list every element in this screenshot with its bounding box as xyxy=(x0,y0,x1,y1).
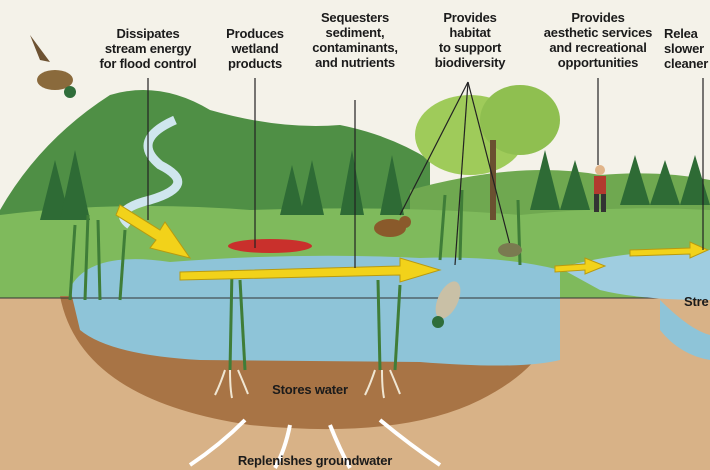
hiker-icon xyxy=(594,165,606,212)
roots xyxy=(214,369,401,399)
label-aesthetic-line-4: opportunities xyxy=(557,55,639,70)
label-release-line-1: Relea xyxy=(664,26,698,41)
label-aesthetic-line-3: and recreational xyxy=(549,40,647,55)
beaver-icon xyxy=(374,216,411,237)
label-release: Relea slower cleaner xyxy=(664,26,710,71)
label-habitat-line-4: biodiversity xyxy=(434,55,506,70)
label-flood-line-3: for flood control xyxy=(99,56,197,71)
label-release-line-3: cleaner xyxy=(664,56,709,71)
label-habitat-line-2: habitat xyxy=(449,25,491,40)
label-aesthetic-line-2: aesthetic services xyxy=(543,25,653,40)
label-release-line-2: slower xyxy=(664,41,704,56)
callout-lines xyxy=(147,78,704,268)
stream-cross-section xyxy=(660,300,710,360)
label-aesthetic: Provides aesthetic services and recreati… xyxy=(538,10,658,70)
label-groundwater: Replenishes groundwater xyxy=(237,453,393,468)
label-stream: Stre xyxy=(684,294,709,309)
label-sequesters-line-4: and nutrients xyxy=(315,55,395,70)
inflow-arrow xyxy=(115,204,192,259)
label-habitat: Provides habitat to support biodiversity xyxy=(420,10,520,70)
water-flow-arrow xyxy=(179,257,442,283)
conifer-trees xyxy=(40,150,710,220)
wetland-products-patch xyxy=(228,239,312,253)
outflow-arrow xyxy=(554,257,607,275)
reeds xyxy=(68,189,522,371)
label-wetland-products: Produces wetland products xyxy=(215,26,295,71)
label-sequesters-line-1: Sequesters xyxy=(320,10,390,25)
label-flood-line-1: Dissipates xyxy=(116,26,180,41)
wetland-water xyxy=(70,255,560,366)
label-flood-line-2: stream energy xyxy=(104,41,192,56)
stream-arrow xyxy=(629,241,710,259)
label-aesthetic-line-1: Provides xyxy=(571,10,625,25)
label-wetland-line-1: Produces xyxy=(226,26,284,41)
label-sequesters-line-3: contaminants, xyxy=(312,40,398,55)
flow-arrows xyxy=(115,204,710,283)
label-sequesters-line-2: sediment, xyxy=(325,25,385,40)
label-stores-water: Stores water xyxy=(272,382,348,397)
groundwater-arrows xyxy=(188,418,442,469)
diving-duck-icon xyxy=(432,281,461,328)
turtle-icon xyxy=(498,243,522,257)
label-sequesters: Sequesters sediment, contaminants, and n… xyxy=(305,10,405,70)
mountain xyxy=(0,90,430,240)
label-habitat-line-3: to support xyxy=(438,40,502,55)
label-wetland-line-3: products xyxy=(227,56,282,71)
flying-duck-icon xyxy=(30,35,76,98)
label-wetland-line-2: wetland xyxy=(231,41,279,56)
label-habitat-line-1: Provides xyxy=(443,10,497,25)
label-flood-control: Dissipates stream energy for flood contr… xyxy=(92,26,204,71)
